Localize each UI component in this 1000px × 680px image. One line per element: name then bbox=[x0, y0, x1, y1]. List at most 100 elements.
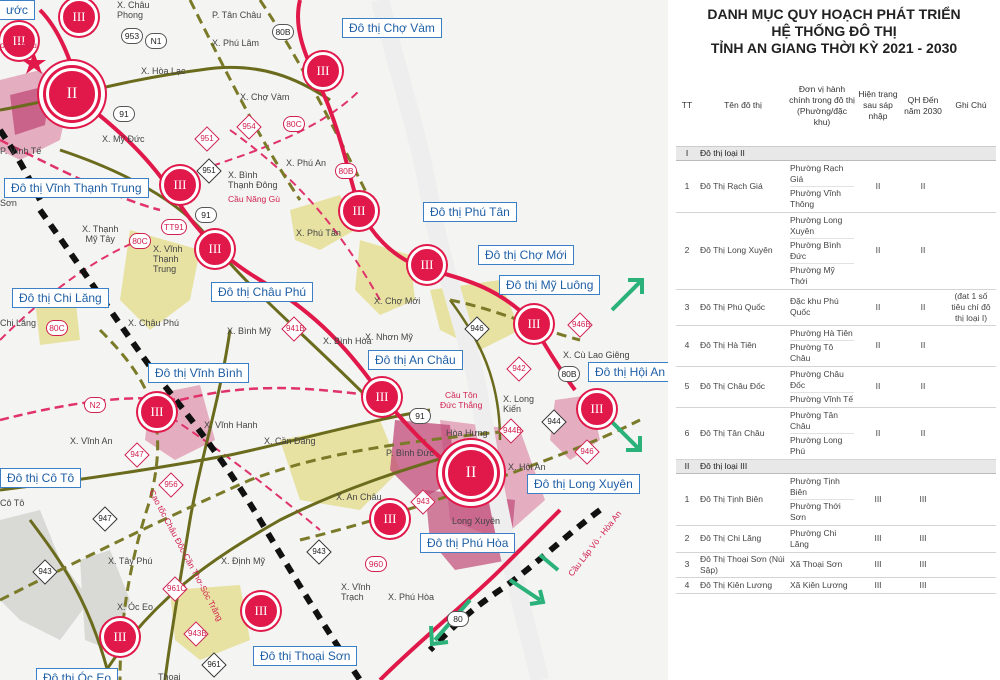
unit-cell: Phường Vĩnh Thông bbox=[790, 187, 841, 209]
row-target: III bbox=[900, 473, 946, 526]
urban-marker-long-xuyen[interactable]: II bbox=[445, 447, 497, 499]
urban-marker-phu-hoa[interactable]: III bbox=[371, 500, 409, 538]
road-badge: N2 bbox=[84, 397, 106, 413]
unit-cell: Phường Tân Châu bbox=[790, 409, 854, 434]
row-name: Đô Thị Long Xuyên bbox=[698, 212, 788, 290]
city-label-thoai-son[interactable]: Đô thị Thoại Sơn bbox=[253, 646, 358, 666]
row-note bbox=[946, 366, 996, 408]
city-label-cho-moi[interactable]: Đô thị Chợ Mới bbox=[478, 245, 574, 265]
urban-marker-chau-doc[interactable]: II bbox=[46, 68, 98, 120]
unit-cell: Phường Châu Đốc bbox=[790, 368, 854, 393]
road-olive-dashed bbox=[0, 428, 521, 602]
city-label-cho-vam[interactable]: Đô thị Chợ Vàm bbox=[342, 18, 442, 38]
urban-marker-oc-eo[interactable]: III bbox=[101, 618, 139, 656]
place-label: P. Tân Châu bbox=[212, 10, 262, 20]
road-badge: N1 bbox=[145, 33, 167, 49]
row-tt: 3 bbox=[676, 552, 698, 578]
urban-marker-cho-moi[interactable]: III bbox=[408, 246, 446, 284]
place-label: P. Bình Đức bbox=[386, 448, 434, 458]
urban-marker-top-2[interactable]: III bbox=[0, 22, 38, 60]
header-name: Tên đô thị bbox=[698, 66, 788, 147]
city-label-an-chau[interactable]: Đô thị An Châu bbox=[368, 350, 463, 370]
road-badge: TT91 bbox=[161, 219, 187, 235]
header-current: Hiện trạng sau sáp nhập bbox=[856, 66, 900, 147]
urban-marker-hoi-an[interactable]: III bbox=[578, 390, 616, 428]
urban-plan-table: TT Tên đô thị Đơn vị hành chính trong đô… bbox=[676, 66, 996, 594]
urban-marker-my-luong[interactable]: III bbox=[515, 305, 553, 343]
urban-marker-vinh-binh[interactable]: III bbox=[138, 393, 176, 431]
row-units: Xã Thoại Sơn bbox=[788, 552, 856, 578]
urban-marker-phu-tan[interactable]: III bbox=[340, 192, 378, 230]
city-label-my-luong[interactable]: Đô thị Mỹ Luông bbox=[499, 275, 601, 295]
urban-marker-vinh-thanh-trung[interactable]: III bbox=[161, 166, 199, 204]
row-tt: 2 bbox=[676, 525, 698, 553]
unit-cell: Phường Long Xuyên bbox=[790, 214, 854, 239]
group-roman: II bbox=[676, 458, 698, 474]
road-olive bbox=[448, 299, 502, 441]
city-label-long-xuyen[interactable]: Đô thị Long Xuyên bbox=[527, 474, 640, 494]
city-label-co-to[interactable]: Đô thị Cô Tô bbox=[0, 468, 82, 488]
city-label-phu-hoa[interactable]: Đô thị Phú Hòa bbox=[420, 533, 516, 553]
place-label: X. Bình Thạnh Đông bbox=[228, 170, 278, 190]
unit-cell: Phường Vĩnh Tế bbox=[790, 393, 854, 404]
place-label: X. Tây Phú bbox=[108, 556, 153, 566]
road-badge: 80C bbox=[46, 320, 68, 336]
urban-marker-chau-phu[interactable]: III bbox=[196, 230, 234, 268]
row-current: II bbox=[856, 289, 900, 326]
city-label-oc-eo[interactable]: Đô thị Óc Eo bbox=[36, 668, 119, 680]
row-note bbox=[946, 407, 996, 460]
city-label-chi-lang[interactable]: Đô thị Chi Lăng bbox=[12, 288, 109, 308]
row-tt: 4 bbox=[676, 325, 698, 367]
growth-arrow-head bbox=[628, 278, 644, 294]
planning-map[interactable]: III III II III III III III III III III I… bbox=[0, 0, 668, 680]
row-target: III bbox=[900, 525, 946, 553]
road-olive-dashed bbox=[299, 418, 641, 542]
row-target: II bbox=[900, 407, 946, 460]
panel-title-line: HỆ THỐNG ĐÔ THỊ bbox=[771, 23, 897, 39]
urban-marker-cho-vam[interactable]: III bbox=[304, 52, 342, 90]
place-label: Thoại bbox=[158, 672, 181, 680]
group-label: Đô thị loại II bbox=[698, 145, 996, 161]
place-label: X. Vĩnh Hanh bbox=[204, 420, 258, 430]
unit-cell: Phường Tô Châu bbox=[790, 341, 834, 363]
city-label-hoi-an[interactable]: Đô thị Hội An bbox=[588, 362, 668, 382]
place-label: X. Long Kiến bbox=[503, 394, 535, 414]
row-current: II bbox=[856, 407, 900, 460]
urban-marker-an-chau[interactable]: III bbox=[363, 378, 401, 416]
header-tt: TT bbox=[676, 66, 698, 147]
city-label-top-left[interactable]: ước bbox=[0, 0, 35, 20]
row-tt: 1 bbox=[676, 473, 698, 526]
group-label: Đô thị loại III bbox=[698, 458, 996, 474]
place-label: X. Óc Eo bbox=[117, 602, 154, 612]
urban-marker-thoai-son[interactable]: III bbox=[242, 592, 280, 630]
row-note bbox=[946, 577, 996, 594]
city-label-chau-phu[interactable]: Đô thị Châu Phú bbox=[211, 282, 314, 302]
city-label-phu-tan[interactable]: Đô thị Phú Tân bbox=[423, 202, 517, 222]
growth-arrow bbox=[508, 578, 542, 602]
urban-marker-top-1[interactable]: III bbox=[60, 0, 98, 36]
road-olive bbox=[28, 519, 112, 680]
expressway bbox=[427, 507, 602, 653]
city-label-vinh-binh[interactable]: Đô thị Vĩnh Bình bbox=[148, 363, 250, 383]
place-label: X. Bình Mỹ bbox=[227, 326, 272, 336]
land-zone-yellow bbox=[120, 230, 200, 330]
place-label: Chi Lăng bbox=[0, 318, 37, 328]
unit-cell: Phường Mỹ Thới bbox=[790, 264, 835, 286]
growth-arrow bbox=[610, 280, 642, 312]
place-label: X. Châu Phú bbox=[128, 318, 180, 328]
road-badge: 91 bbox=[195, 207, 217, 223]
group-roman: I bbox=[676, 145, 698, 161]
growth-arrow bbox=[538, 553, 560, 572]
row-target: II bbox=[900, 212, 946, 290]
header-target: QH Đến năm 2030 bbox=[900, 66, 946, 147]
header-note: Ghi Chú bbox=[946, 66, 996, 147]
city-label-vinh-thanh-trung[interactable]: Đô thị Vĩnh Thạnh Trung bbox=[4, 178, 149, 198]
growth-arrow bbox=[610, 420, 640, 450]
place-label: X. Cần Đăng bbox=[264, 436, 316, 446]
